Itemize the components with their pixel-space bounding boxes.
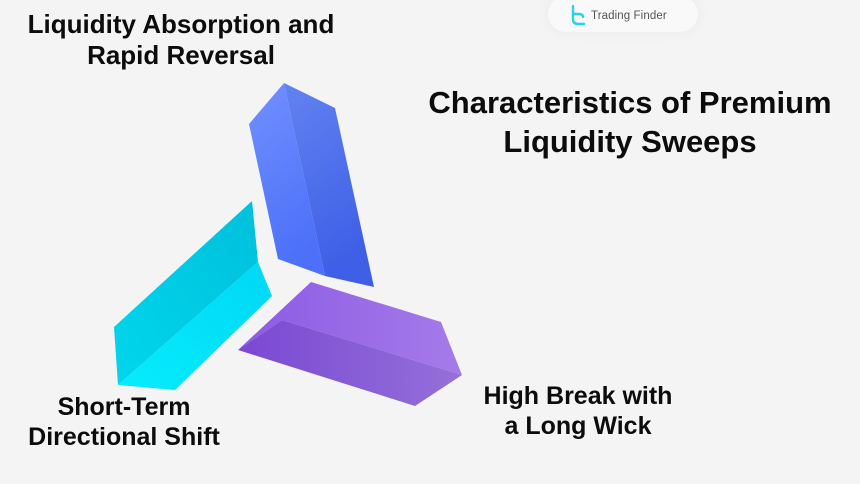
brand-logo: Trading Finder <box>548 0 698 32</box>
label-short-term-shift: Short-Term Directional Shift <box>0 393 248 452</box>
page-title: Characteristics of Premium Liquidity Swe… <box>410 84 850 162</box>
label-line: Short-Term <box>57 393 191 421</box>
label-line: a Long Wick <box>504 411 652 440</box>
label-line: High Break with <box>483 382 673 410</box>
title-line: Characteristics of Premium <box>428 85 832 120</box>
label-high-break: High Break with a Long Wick <box>458 382 698 441</box>
title-line: Liquidity Sweeps <box>503 123 757 159</box>
trading-finder-logo-icon <box>571 5 586 26</box>
brand-name: Trading Finder <box>591 10 667 22</box>
label-line: Directional Shift <box>28 422 220 451</box>
prism-short-term-shift <box>114 201 272 390</box>
label-liquidity-absorption: Liquidity Absorption and Rapid Reversal <box>0 9 362 70</box>
prism-liquidity-absorption <box>249 83 374 287</box>
label-line: Liquidity Absorption and <box>27 9 335 39</box>
label-line: Rapid Reversal <box>87 39 275 70</box>
prism-high-break <box>238 282 462 406</box>
